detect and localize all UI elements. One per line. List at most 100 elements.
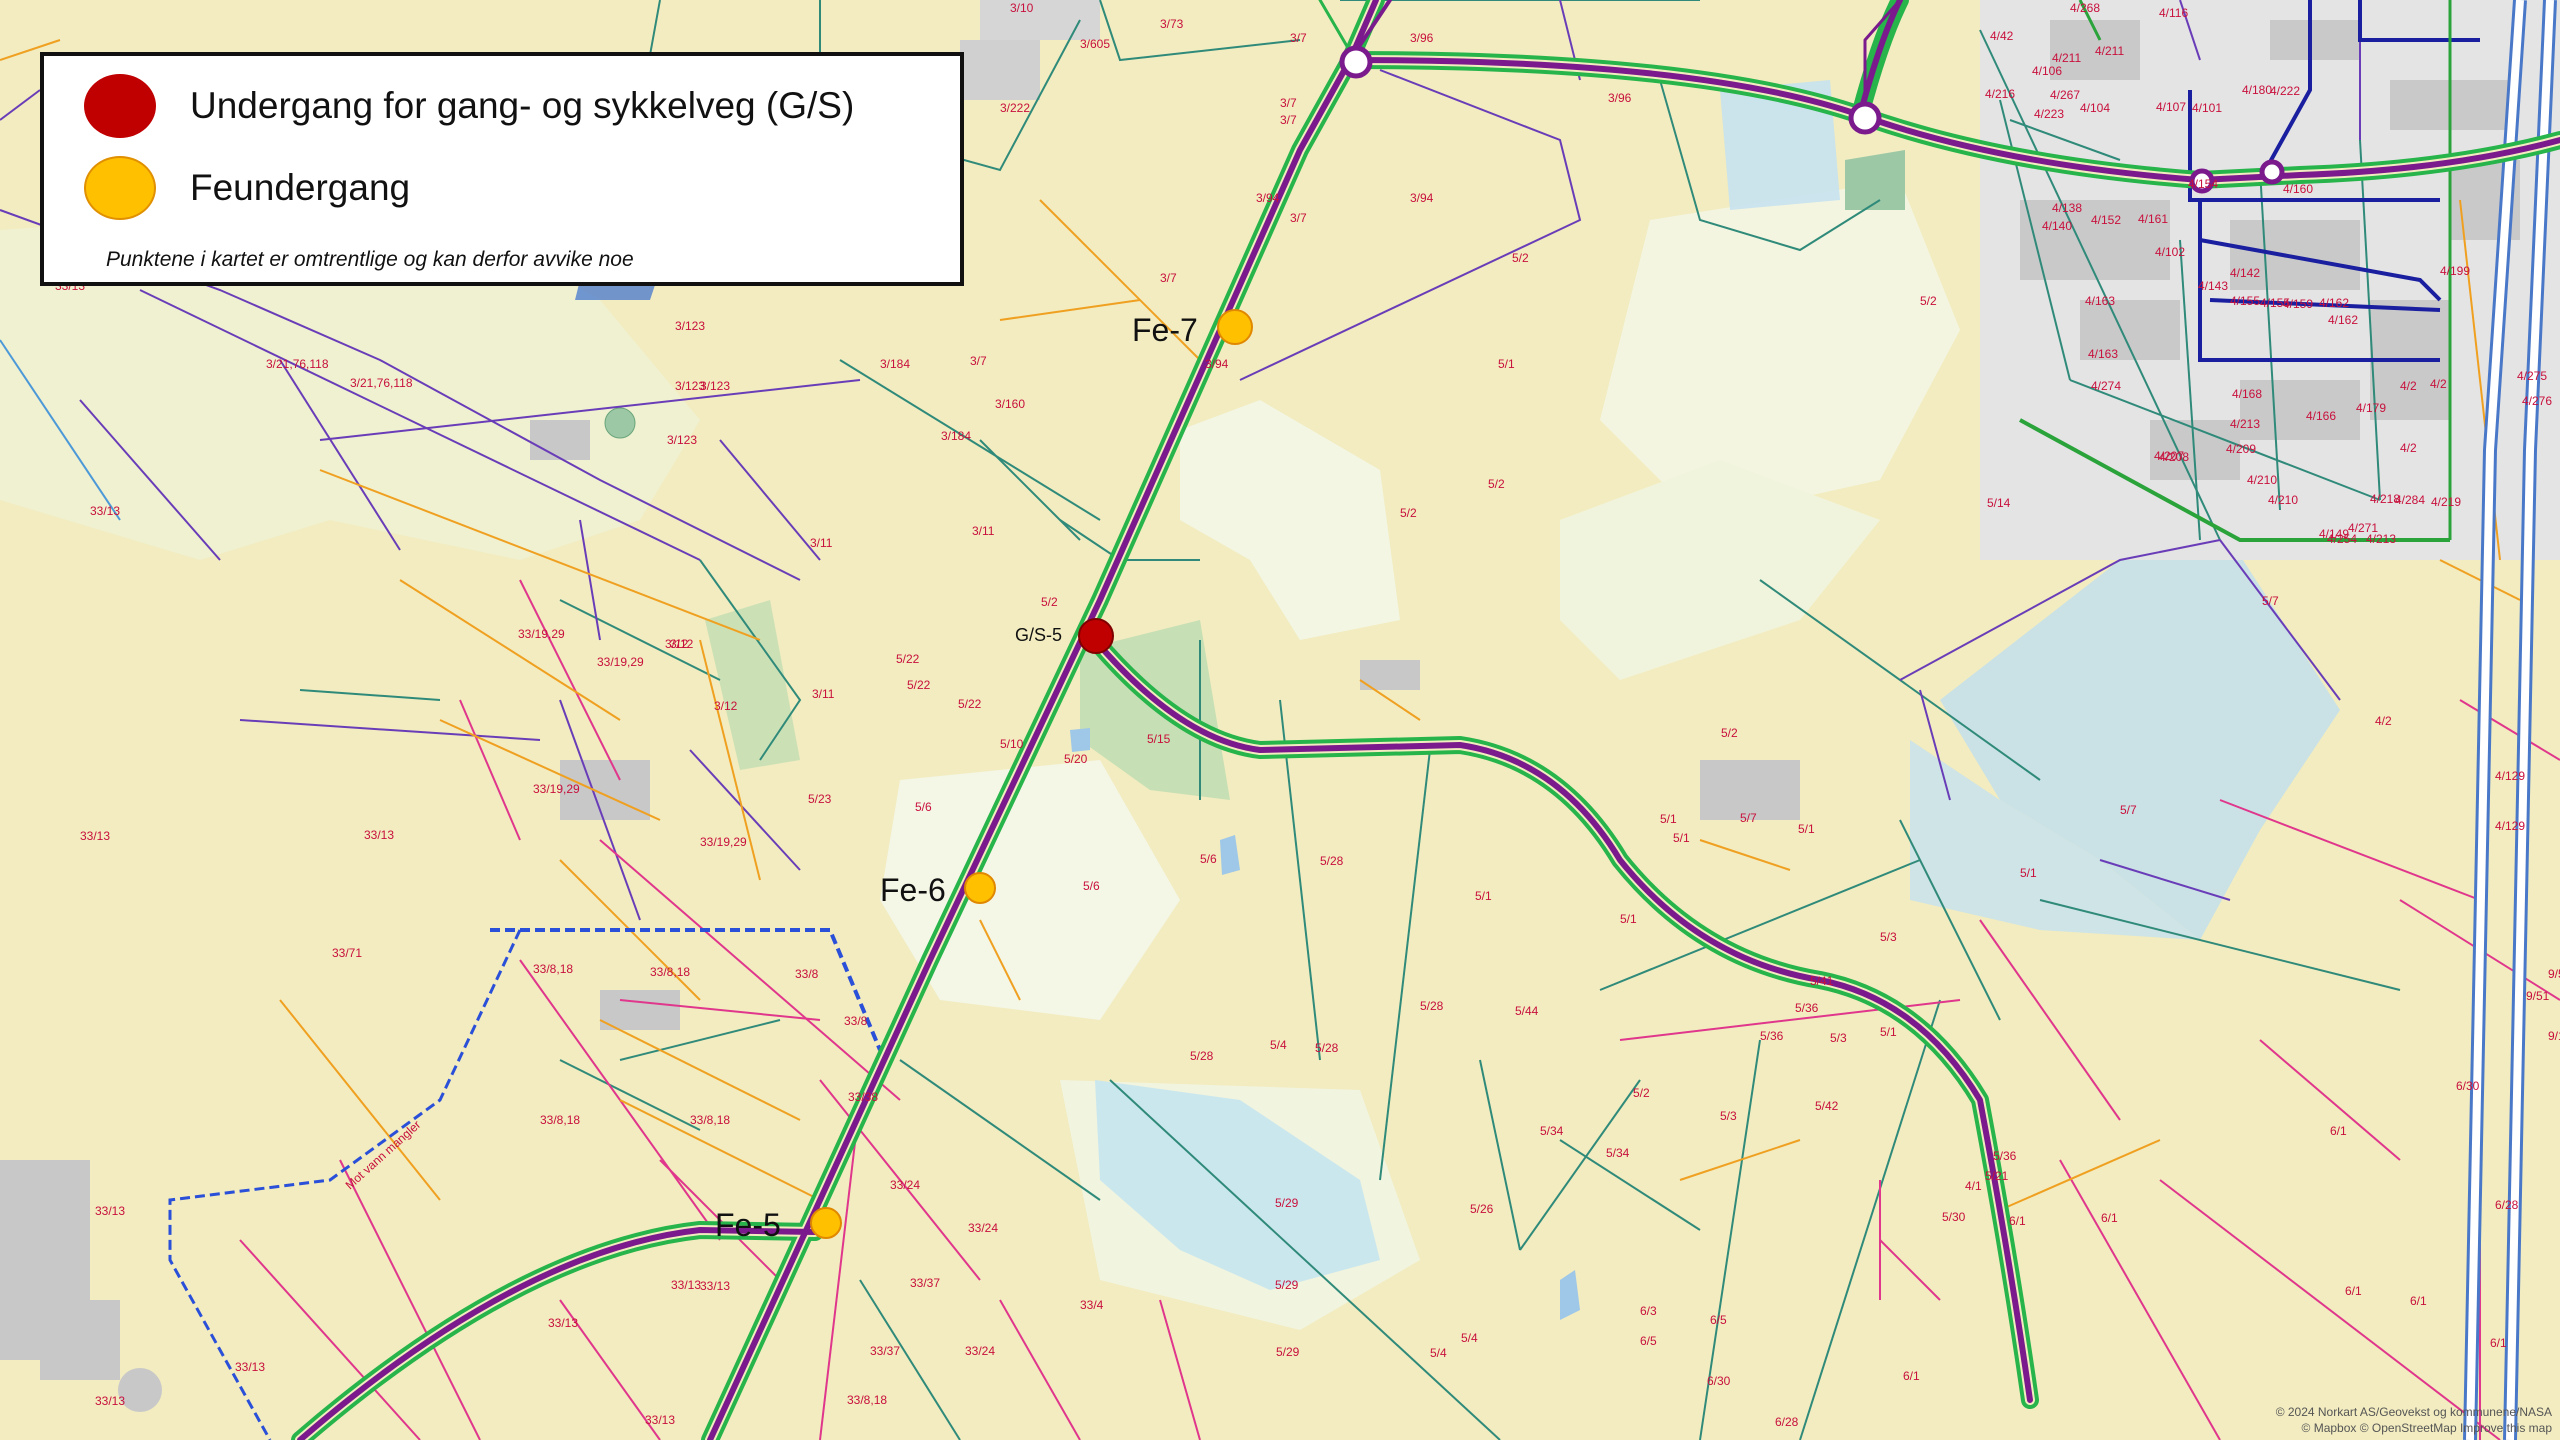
map-legend: Undergang for gang- og sykkelveg (G/S) F… [40, 52, 964, 286]
parcel-label: 3/96 [1608, 91, 1632, 105]
parcel-label: 33/37 [870, 1344, 900, 1358]
parcel-label: 4/213 [2230, 417, 2260, 431]
parcel-label: 5/2 [1400, 506, 1417, 520]
parcel-label: 5/28 [1190, 1049, 1214, 1063]
parcel-label: 3/12 [670, 637, 694, 651]
parcel-label: 9/52 [2548, 967, 2560, 981]
parcel-label: 33/13 [80, 829, 110, 843]
parcel-label: 4/168 [2232, 387, 2262, 401]
parcel-label: 4/116 [2159, 6, 2188, 20]
parcel-label: 33/13 [645, 1413, 675, 1427]
parcel-label: 6/1 [2330, 1124, 2347, 1138]
parcel-label: 4/138 [2052, 201, 2082, 215]
parcel-label: 5/7 [2262, 594, 2279, 608]
parcel-label: 5/28 [1320, 854, 1344, 868]
parcel-label: 5/36 [1993, 1149, 2017, 1163]
parcel-label: 3/7 [970, 354, 987, 368]
parcel-label: 4/2 [2400, 379, 2417, 393]
parcel-label: 3/184 [941, 429, 971, 443]
parcel-label: 3/123 [675, 379, 705, 393]
parcel-label: 4/219 [2431, 495, 2461, 509]
parcel-label: 3/222 [1000, 101, 1030, 115]
parcel-label: 5/22 [907, 678, 931, 692]
marker-gs-5[interactable] [1078, 618, 1114, 654]
parcel-label: 5/41 [1810, 974, 1834, 988]
parcel-label: 5/1 [1880, 1025, 1897, 1039]
parcel-label: 5/4 [1430, 1346, 1447, 1360]
parcel-label: 5/15 [1147, 732, 1171, 746]
legend-label-gs: Undergang for gang- og sykkelveg (G/S) [190, 85, 855, 126]
parcel-label: 6/5 [1640, 1334, 1657, 1348]
parcel-label: 5/3 [1830, 1031, 1847, 1045]
parcel-label: 5/22 [958, 697, 982, 711]
parcel-label: 5/28 [1420, 999, 1444, 1013]
parcel-label: 4/161 [2138, 212, 2168, 226]
parcel-label: 6/1 [2101, 1211, 2118, 1225]
parcel-label: 3/11 [812, 687, 835, 701]
parcel-label: 5/36 [1795, 1001, 1819, 1015]
parcel-label: 3/7 [1280, 113, 1297, 127]
parcel-label: 5/3 [1880, 930, 1897, 944]
parcel-label: 4/211 [2052, 51, 2081, 65]
parcel-label: 4/163 [2085, 294, 2115, 308]
parcel-label: 3/7 [1160, 271, 1177, 285]
undercrossing-markers [810, 309, 1253, 1239]
parcel-label: 3/123 [667, 433, 697, 447]
parcel-label: 4/160 [2283, 182, 2313, 196]
legend-item-fe: Feundergang [84, 156, 410, 220]
parcel-label: 5/34 [1540, 1124, 1564, 1138]
attribution-line-2[interactable]: © Mapbox © OpenStreetMap Improve this ma… [2301, 1421, 2552, 1435]
parcel-label: 3/605 [1080, 37, 1110, 51]
parcel-label: 3/184 [880, 357, 910, 371]
parcel-label: 33/4 [1080, 1298, 1104, 1312]
parcel-label: 6/28 [1775, 1415, 1799, 1429]
marker-label-fe-6: Fe-6 [880, 872, 946, 908]
parcel-label: 3/94 [1410, 191, 1434, 205]
parcel-label: 5/10 [1000, 737, 1024, 751]
parcel-label: 6/1 [2009, 1214, 2026, 1228]
parcel-label: 5/20 [1064, 752, 1088, 766]
parcel-label: 4/142 [2230, 266, 2260, 280]
parcel-label: 33/71 [332, 946, 362, 960]
parcel-label: 6/1 [2345, 1284, 2362, 1298]
roundabouts [1339, 45, 2285, 194]
parcel-label: 4/163 [2088, 347, 2118, 361]
parcel-label: 5/30 [1942, 1210, 1966, 1224]
parcel-label: 4/254 [2327, 532, 2357, 546]
parcel-label: 33/24 [965, 1344, 995, 1358]
parcel-label: 5/7 [1740, 811, 1757, 825]
parcel-label: 4/211 [2095, 44, 2124, 58]
parcel-label: 5/6 [1200, 852, 1217, 866]
parcel-label: 4/274 [2091, 379, 2121, 393]
parcel-label: 4/267 [2050, 88, 2080, 102]
parcel-label: 6/28 [2495, 1198, 2519, 1212]
parcel-label: 5/2 [1721, 726, 1738, 740]
parcel-label: 5/23 [808, 792, 832, 806]
parcel-label: 3/73 [1160, 17, 1184, 31]
parcel-label: 33/38 [848, 1090, 878, 1104]
parcel-label: 33/8 [795, 967, 819, 981]
marker-fe-6[interactable] [964, 872, 996, 904]
parcel-label: 6/5 [1710, 1313, 1727, 1327]
parcel-label: 5/1 [1660, 812, 1677, 826]
parcel-label: 4/152 [2091, 213, 2121, 227]
parcel-label: 4/276 [2522, 394, 2552, 408]
parcel-label: 4/268 [2070, 1, 2100, 15]
marker-fe-5[interactable] [810, 1207, 842, 1239]
parcel-label: 33/13 [95, 1394, 125, 1408]
parcel-label: 9/17 [2548, 1029, 2560, 1043]
parcel-label: 33/19,29 [533, 782, 580, 796]
parcel-label: 3/11 [810, 536, 833, 550]
parcel-label: 3/160 [995, 397, 1025, 411]
parcel-label: 33/8,18 [650, 965, 690, 979]
parcel-label: 5/29 [1275, 1278, 1299, 1292]
marker-fe-7[interactable] [1217, 309, 1253, 345]
map-attribution: © 2024 Norkart AS/Geovekst og kommunene/… [2276, 1404, 2552, 1436]
parcel-label: 5/2 [1920, 294, 1937, 308]
parcel-label: 4/210 [2247, 473, 2277, 487]
parcel-label: 33/24 [968, 1221, 998, 1235]
parcel-label: 33/19,29 [518, 627, 565, 641]
